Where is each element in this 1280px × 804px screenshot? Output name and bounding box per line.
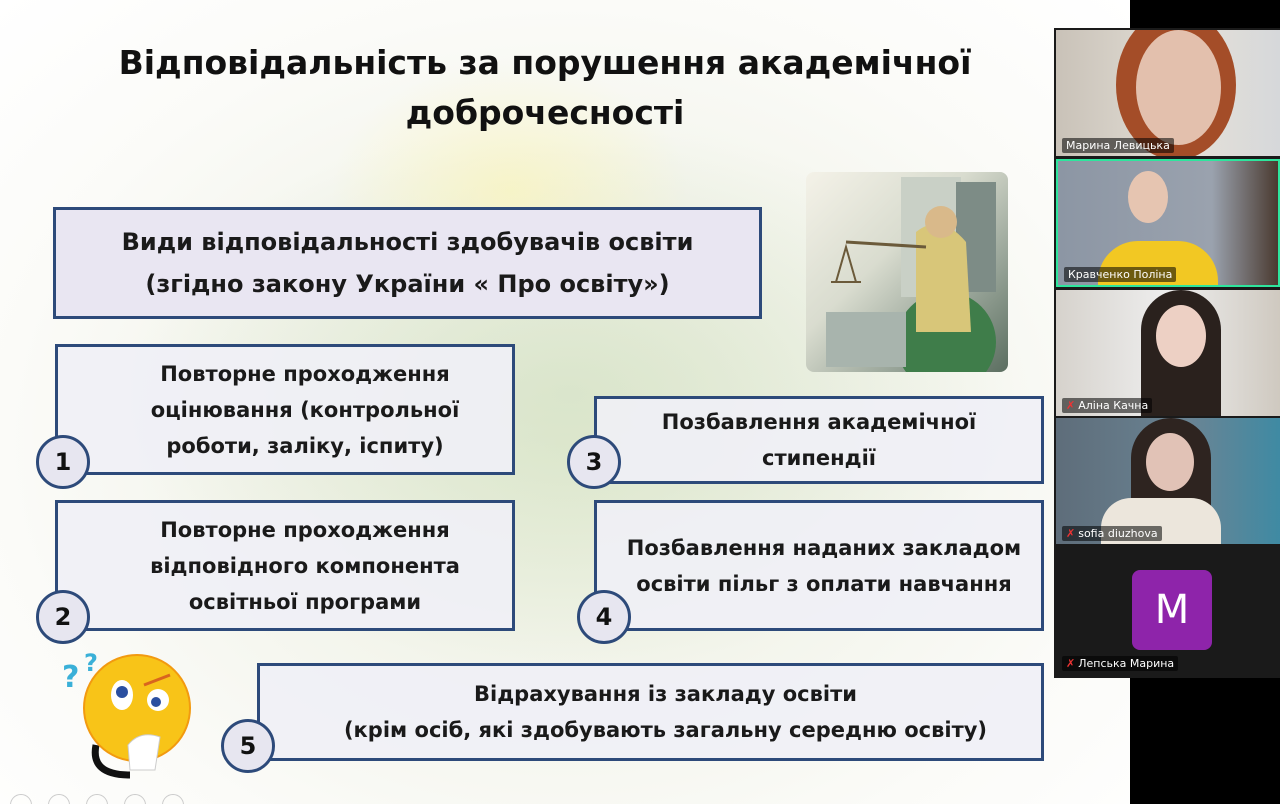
participant-tile[interactable]: ✗Аліна Качна bbox=[1056, 290, 1280, 416]
video-gallery: Марина Левицька Кравченко Поліна ✗Аліна … bbox=[1054, 28, 1280, 678]
slide-title: Відповідальність за порушення академічно… bbox=[118, 43, 972, 132]
header-line-2: (згідно закону України « Про освіту») bbox=[145, 270, 670, 298]
item-number-3: 3 bbox=[567, 435, 621, 489]
participant-avatar: M bbox=[1132, 570, 1212, 650]
item-number-2: 2 bbox=[36, 590, 90, 644]
participant-name: Марина Левицька bbox=[1066, 139, 1170, 152]
svg-text:?: ? bbox=[84, 649, 98, 677]
presentation-slide: Відповідальність за порушення академічно… bbox=[0, 0, 1130, 804]
slide-nav-button[interactable] bbox=[124, 794, 146, 804]
item-box-2: Повторне проходження відповідного компон… bbox=[55, 500, 515, 631]
thinking-emoji-icon: ? ? bbox=[62, 649, 191, 779]
item-text-1: Повторне проходження оцінювання (контрол… bbox=[150, 361, 460, 458]
item-text-3: Позбавлення академічної стипендії bbox=[661, 410, 977, 470]
participant-name: sofia diuzhova bbox=[1078, 527, 1158, 540]
header-line-1: Види відповідальності здобувачів освіти bbox=[121, 228, 694, 256]
participant-tile[interactable]: Марина Левицька bbox=[1056, 30, 1280, 156]
participant-tile[interactable]: ✗sofia diuzhova bbox=[1056, 418, 1280, 544]
item-box-5: Відрахування із закладу освіти (крім осіб… bbox=[257, 663, 1044, 761]
themis-justice-image bbox=[806, 172, 1008, 372]
mic-muted-icon: ✗ bbox=[1066, 527, 1076, 540]
mic-muted-icon: ✗ bbox=[1066, 657, 1076, 670]
participant-tile-active-speaker[interactable]: Кравченко Поліна bbox=[1056, 159, 1280, 287]
svg-text:?: ? bbox=[62, 660, 79, 695]
participant-name: Аліна Качна bbox=[1078, 399, 1149, 412]
slide-nav-controls bbox=[10, 794, 184, 804]
header-box: Види відповідальності здобувачів освіти (… bbox=[53, 207, 762, 319]
slide-nav-button[interactable] bbox=[86, 794, 108, 804]
item-number-1: 1 bbox=[36, 435, 90, 489]
slide-nav-button[interactable] bbox=[162, 794, 184, 804]
item-box-1: Повторне проходження оцінювання (контрол… bbox=[55, 344, 515, 475]
item-text-2: Повторне проходження відповідного компон… bbox=[150, 517, 460, 614]
item-number-4: 4 bbox=[577, 590, 631, 644]
item-box-4: Позбавлення наданих закладом освіти піль… bbox=[594, 500, 1044, 631]
item-number-5: 5 bbox=[221, 719, 275, 773]
participant-tile[interactable]: M ✗Лепська Марина bbox=[1056, 548, 1280, 674]
mic-muted-icon: ✗ bbox=[1066, 399, 1076, 412]
item-box-3: Позбавлення академічної стипендії bbox=[594, 396, 1044, 484]
item-text-4: Позбавлення наданих закладом освіти піль… bbox=[626, 535, 1022, 596]
slide-nav-button[interactable] bbox=[48, 794, 70, 804]
item-text-5-line2: (крім осіб, які здобувають загальну сере… bbox=[343, 718, 988, 742]
item-text-5-line1: Відрахування із закладу освіти bbox=[474, 682, 857, 706]
slide-nav-button[interactable] bbox=[10, 794, 32, 804]
participant-name: Лепська Марина bbox=[1078, 657, 1175, 670]
participant-name: Кравченко Поліна bbox=[1068, 268, 1173, 281]
